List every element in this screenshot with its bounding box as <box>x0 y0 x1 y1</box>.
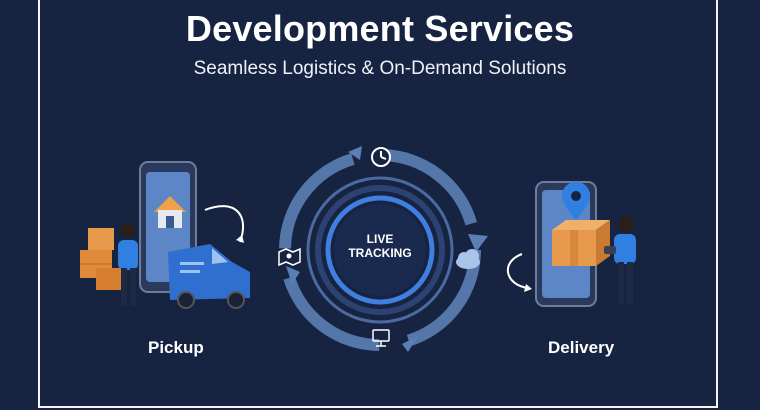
pickup-label: Pickup <box>148 338 204 357</box>
delivery-label: Delivery <box>548 338 615 357</box>
clock-icon <box>371 147 391 167</box>
live-tracking-label: LIVE TRACKING <box>330 232 430 260</box>
live-tracking-line2: TRACKING <box>348 246 412 260</box>
tracking-cycle <box>278 146 488 352</box>
recipient-person <box>604 216 636 304</box>
monitor-icon <box>372 329 390 347</box>
page-title: Development Services <box>185 8 575 49</box>
pickup-boxes <box>80 228 122 290</box>
delivery-van <box>168 244 250 309</box>
delivery-scene <box>506 181 636 307</box>
pickup-scene <box>80 161 250 309</box>
map-icon <box>278 247 301 267</box>
page-subtitle: Seamless Logistics & On-Demand Solutions <box>193 58 567 79</box>
inner-ring-dark <box>315 185 445 315</box>
location-pin-icon <box>562 182 590 220</box>
center-disc <box>334 204 426 296</box>
inner-ring-blue <box>325 195 435 305</box>
middle-ring <box>306 176 454 324</box>
live-tracking-line1: LIVE <box>366 232 394 246</box>
cloud-icon <box>456 249 480 269</box>
pickup-arrow <box>204 205 245 243</box>
border-frame <box>38 0 718 408</box>
courier-person <box>118 223 138 306</box>
delivery-package <box>552 220 610 266</box>
delivery-arrow <box>506 253 529 289</box>
house-icon <box>154 196 186 228</box>
